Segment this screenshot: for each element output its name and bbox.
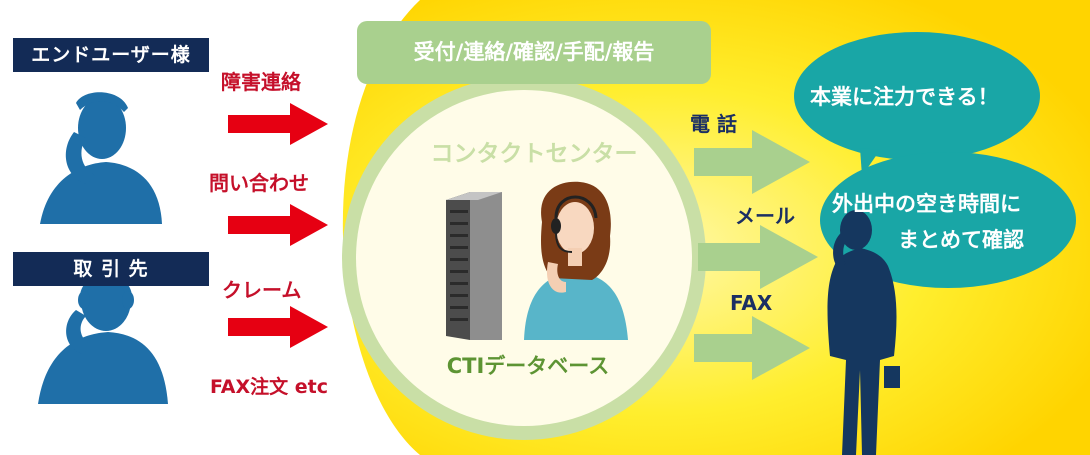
input-arrow-2 xyxy=(228,204,328,246)
server-rack-icon xyxy=(446,192,502,340)
partner-silhouette-icon xyxy=(38,269,168,404)
output-arrow-fax xyxy=(694,316,810,380)
input-arrow-1 xyxy=(228,103,328,145)
bubble-free-time-line2: まとめて確認 xyxy=(898,228,1024,252)
output-label-fax: FAX xyxy=(730,291,773,315)
green-output-arrows xyxy=(694,130,818,380)
speech-bubbles xyxy=(794,32,1076,288)
contact-center-title: コンタクトセンター xyxy=(430,141,638,167)
output-arrow-mail xyxy=(698,225,818,289)
input-arrow-3 xyxy=(228,306,328,348)
bubble-free-time-line1: 外出中の空き時間に xyxy=(832,192,1021,216)
end-user-silhouette-icon xyxy=(40,92,162,224)
output-label-mail: メール xyxy=(735,204,795,228)
tasks-box: 受付/連絡/確認/手配/報告 xyxy=(357,21,711,84)
bubble-focus-text: 本業に注力できる！ xyxy=(810,85,999,109)
input-label-failure-report: 障害連絡 xyxy=(221,70,301,94)
businessman-silhouette-icon xyxy=(827,210,900,455)
bubble-focus xyxy=(794,32,1040,160)
output-arrow-phone xyxy=(694,130,810,194)
bubble-free-time xyxy=(820,152,1076,288)
contact-center-disc xyxy=(356,90,692,426)
red-input-arrows xyxy=(228,103,328,348)
partner-label: 取 引 先 xyxy=(13,252,209,286)
output-label-phone: 電 話 xyxy=(690,112,737,136)
input-label-inquiry: 問い合わせ xyxy=(209,171,309,195)
input-label-fax-order: FAX注文 etc xyxy=(210,376,328,398)
cti-database-label: CTIデータベース xyxy=(446,354,610,378)
input-label-complaint: クレーム xyxy=(222,278,302,302)
end-user-label: エンドユーザー様 xyxy=(13,38,209,72)
operator-headset-icon xyxy=(524,181,628,340)
